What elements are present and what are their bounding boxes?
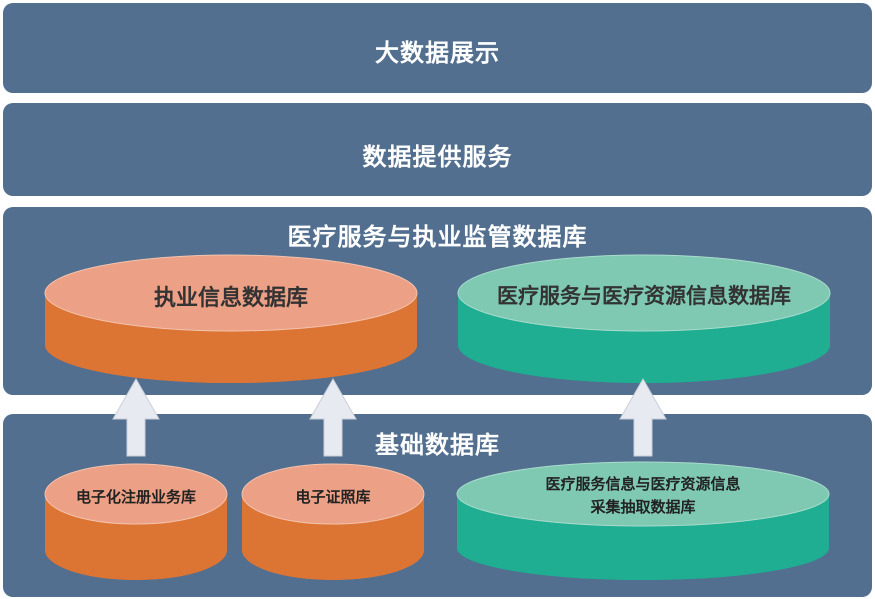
db-label-collection-line2: 采集抽取数据库 (590, 498, 696, 516)
layer-title-regulation-database: 医疗服务与执业监管数据库 (287, 223, 588, 251)
db-label-medical-resource-info: 医疗服务与医疗资源信息数据库 (497, 284, 791, 308)
arrow-up-collection (619, 377, 667, 457)
cylinder-license (241, 463, 425, 580)
layer-data-service: 数据提供服务 (3, 103, 872, 196)
cylinder-medical-resource-info (457, 254, 831, 383)
layer-big-data-display: 大数据展示 (3, 3, 872, 93)
layer-title-data-service: 数据提供服务 (362, 143, 513, 171)
cylinder-registration (44, 463, 228, 580)
arrow-up-license (309, 377, 357, 457)
cylinder-collection (456, 461, 830, 580)
db-label-collection-line1: 医疗服务信息与医疗资源信息 (545, 475, 741, 493)
layer-title-big-data-display: 大数据展示 (375, 39, 500, 67)
arrow-up-registration (112, 377, 160, 457)
db-label-practice-info: 执业信息数据库 (153, 286, 308, 311)
db-label-registration: 电子化注册业务库 (75, 488, 196, 506)
cylinder-practice-info (44, 254, 418, 383)
layer-title-base-database: 基础数据库 (375, 431, 500, 459)
db-label-license: 电子证照库 (295, 488, 371, 506)
